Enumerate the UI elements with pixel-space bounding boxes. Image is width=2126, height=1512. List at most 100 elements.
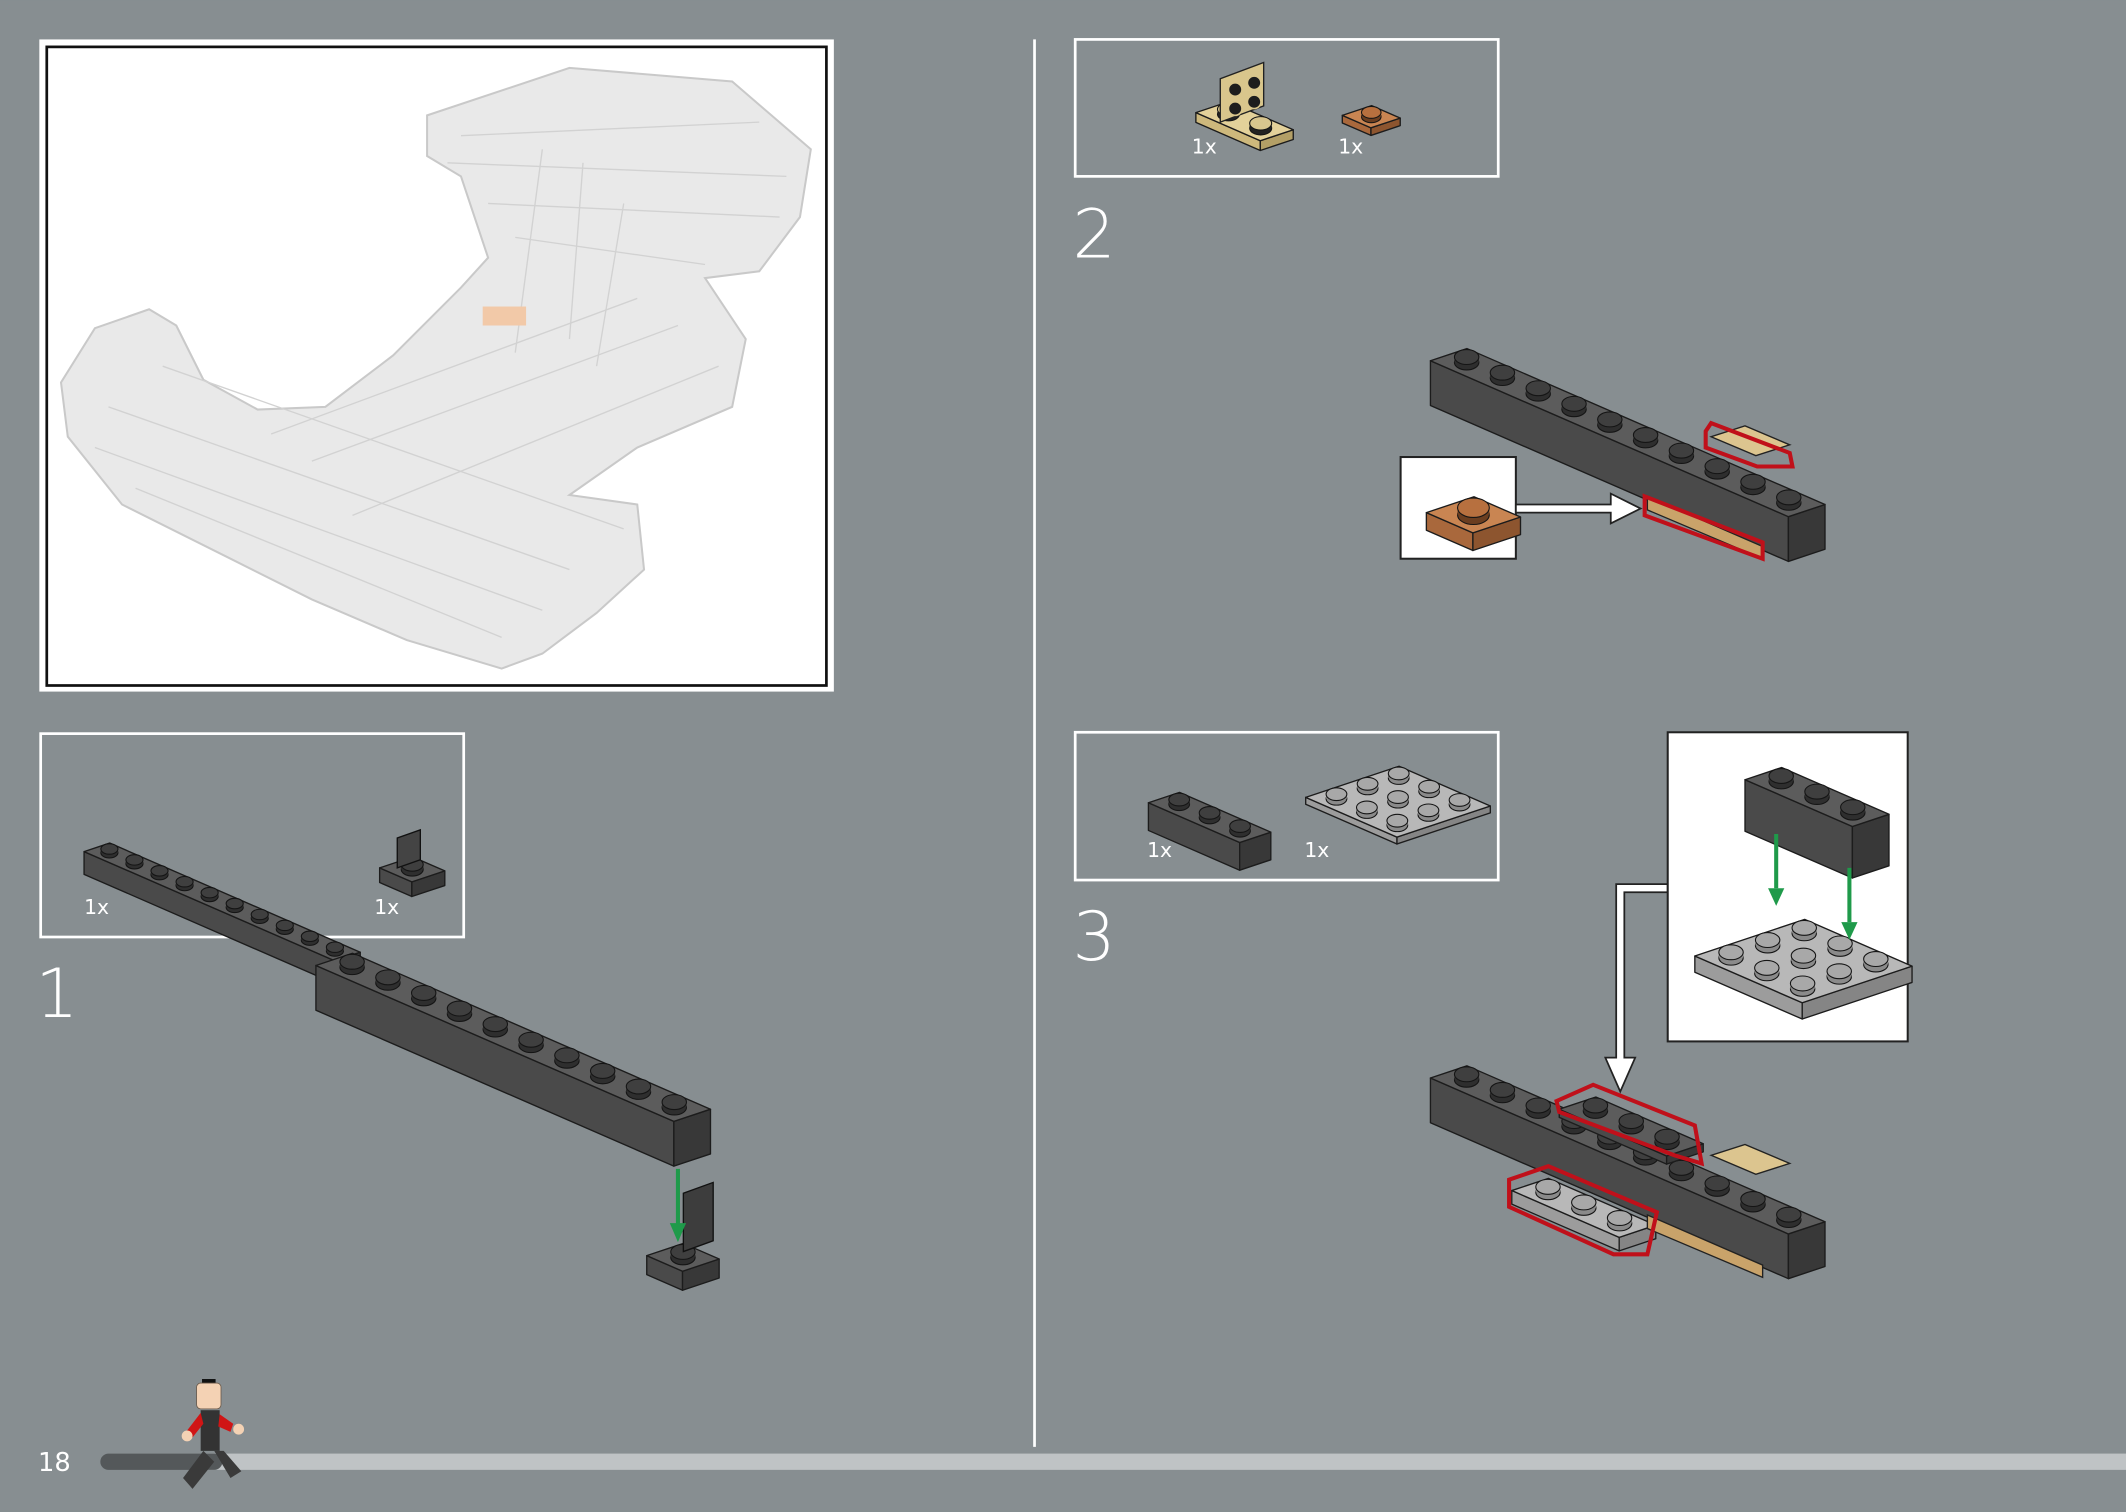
stud-hole (1227, 81, 1243, 98)
stud-top (1561, 395, 1587, 412)
stud-top (1448, 793, 1471, 807)
stud-top (1618, 1113, 1644, 1130)
part-qty: 1x (374, 895, 399, 919)
model-overview-panel (39, 39, 834, 692)
stud-top (1754, 959, 1780, 976)
step-3: 1x 1x 3 (1072, 730, 1913, 1280)
part-brown-plate-icon (1341, 104, 1401, 137)
stud-top (410, 984, 437, 1001)
placement-arrow (1514, 492, 1643, 525)
stud-top (1489, 1081, 1516, 1098)
step-3-parts-box (1073, 730, 1500, 882)
stud-top (375, 969, 401, 986)
stud-top (1840, 799, 1866, 816)
stud-top (1827, 935, 1853, 952)
connector-arrow (1603, 883, 1669, 1094)
new-part-highlight (1642, 493, 1765, 562)
stud-top (1791, 919, 1817, 936)
stud-top (1198, 805, 1221, 820)
stud-top (300, 930, 319, 943)
stud-top (1453, 1066, 1480, 1083)
stud-top (1535, 1178, 1561, 1195)
stud-top (125, 854, 144, 866)
ship-detail-lines (94, 121, 787, 638)
stud-top (1597, 411, 1623, 428)
stud-top (1356, 776, 1379, 791)
stud-top (175, 875, 194, 888)
stud-top (1668, 442, 1695, 459)
stud-top (1417, 803, 1440, 818)
green-arrow-head (1841, 922, 1858, 940)
stud-top (446, 1000, 473, 1017)
stud-top (625, 1078, 652, 1095)
stud-top (1386, 813, 1409, 828)
stud-top (1776, 489, 1802, 506)
stud-top (100, 843, 119, 855)
stud-top (1249, 116, 1273, 131)
stud-top (1804, 783, 1830, 800)
step-number: 3 (1072, 897, 1115, 976)
stud-top (1654, 1128, 1680, 1145)
step-2-assembly (1429, 347, 1826, 563)
stud-top (1571, 1194, 1597, 1211)
stud-top (1718, 944, 1744, 961)
progress-bar-remaining (203, 1453, 2126, 1470)
stud-top (1789, 975, 1816, 992)
stud-top (1582, 1097, 1609, 1114)
part-brick-1x10-icon (83, 842, 361, 985)
stud-top (1355, 800, 1378, 815)
stud-top (589, 1062, 616, 1079)
minifigure-icon (181, 1379, 245, 1489)
stud-hole (1246, 94, 1262, 110)
stud-top (339, 953, 365, 970)
stud-top (1826, 963, 1852, 980)
stud-top (1387, 766, 1410, 781)
step-2: 1x 1x 2 (1072, 38, 1826, 563)
stud-hole (1246, 75, 1262, 91)
progress-bar-done (100, 1453, 223, 1470)
stud-hole (1227, 100, 1243, 117)
step-number: 1 (35, 954, 78, 1033)
step-2-parts-box (1073, 38, 1500, 178)
stud-top (1668, 1159, 1695, 1176)
stud-top (1740, 1191, 1766, 1208)
part-qty: 1x (1304, 838, 1329, 862)
step-1: 1x 1x 1 (35, 732, 720, 1291)
part-tan-bracket-icon (1195, 61, 1294, 152)
stud-top (661, 1094, 688, 1111)
stud-top (1768, 767, 1794, 784)
stud-top (275, 919, 294, 932)
stud-top (225, 897, 244, 910)
stud-top (1360, 105, 1382, 119)
step-number: 2 (1072, 195, 1115, 274)
stud-top (200, 886, 219, 899)
stud-top (1754, 932, 1781, 949)
ship-model-image (59, 66, 812, 670)
stud-top (1525, 1097, 1551, 1114)
stud-top (1325, 787, 1348, 802)
stud-top (150, 865, 169, 877)
new-part-highlight (1554, 1082, 1705, 1167)
bracket-upright (682, 1181, 714, 1253)
step-1-assembly (315, 952, 720, 1291)
stud-top (482, 1016, 509, 1033)
tan-bracket (1709, 425, 1792, 457)
stud-top (1704, 1175, 1730, 1192)
stud-top (1525, 380, 1551, 397)
part-brick-1x3-icon (1147, 791, 1272, 871)
part-qty: 1x (1192, 134, 1217, 158)
part-bracket-icon (378, 828, 446, 898)
part-qty: 1x (1147, 838, 1172, 862)
stud-top (1387, 790, 1409, 804)
stud-top (1776, 1206, 1802, 1223)
stud-top (1453, 349, 1480, 366)
tan-strip (1646, 1213, 1764, 1279)
stud-top (1790, 947, 1817, 964)
stud-top (1704, 458, 1730, 475)
stud-top (554, 1047, 580, 1064)
footer: 18 (38, 1379, 2126, 1489)
stud-top (1168, 792, 1191, 807)
green-arrow-head (1768, 888, 1785, 906)
part-qty: 1x (1338, 134, 1363, 158)
